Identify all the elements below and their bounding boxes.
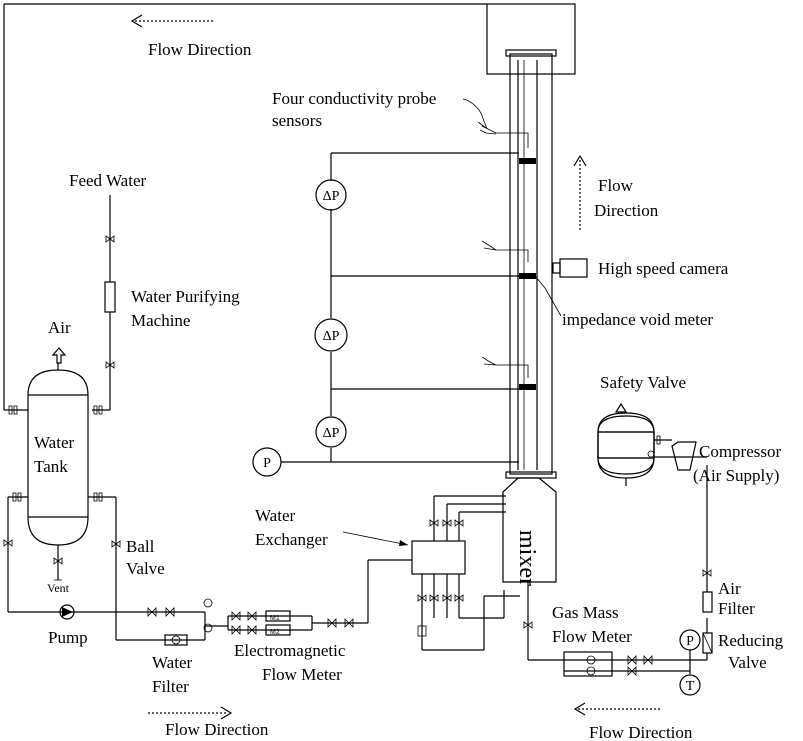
camera-icon — [552, 258, 588, 278]
air-vent-arrow-icon — [51, 347, 67, 364]
compressor — [647, 435, 697, 471]
test-section — [477, 49, 557, 479]
air-filter-label-2: Filter — [718, 599, 755, 618]
gas-line — [523, 600, 691, 677]
flow-direction-bottom-left-label: Flow Direction — [165, 720, 269, 739]
gas-mass-flow-label-1: Gas Mass — [552, 603, 619, 622]
mixer-label: mixer — [514, 530, 540, 586]
svg-text:ΔP: ΔP — [323, 189, 340, 204]
water-purifying-label-1: Water Purifying — [131, 287, 240, 306]
flow-arrow-top — [130, 14, 215, 28]
safety-valve-label: Safety Valve — [600, 373, 686, 392]
water-exchanger-label-1: Water — [255, 506, 295, 525]
feed-water-line — [92, 195, 116, 415]
probe-electrode-2 — [519, 273, 536, 279]
ball-valve-label-2: Valve — [126, 559, 165, 578]
four-probes-label-1: Four conductivity probe — [272, 89, 436, 108]
flow-mid-label-1: Flow — [598, 176, 634, 195]
air-tank — [597, 412, 655, 475]
flow-mid-label-2: Direction — [594, 201, 659, 220]
gas-pressure-gauge: P — [679, 629, 701, 651]
exchanger-pointer-arrow-icon — [399, 540, 408, 546]
pump-icon — [62, 607, 73, 617]
ball-valve-label-1: Ball — [126, 537, 155, 556]
pump-line — [8, 559, 412, 646]
reducing-valve-label-1: Reducing — [718, 631, 784, 650]
svg-text:P: P — [263, 456, 271, 471]
water-tank-label-2: Tank — [34, 457, 68, 476]
m2-label: M2 — [270, 629, 280, 636]
impedance-void-meter-label: impedance void meter — [562, 310, 713, 329]
svg-text:T: T — [686, 679, 695, 694]
svg-text:ΔP: ΔP — [323, 329, 340, 344]
gas-mass-flow-label-2: Flow Meter — [552, 627, 632, 646]
water-tank — [27, 363, 89, 546]
four-probes-label-2: sensors — [272, 111, 322, 130]
water-tank-label-1: Water — [34, 433, 74, 452]
exchanger-pointer — [342, 531, 409, 546]
high-speed-camera-label: High speed camera — [598, 259, 729, 278]
void-meter-pointer — [534, 275, 562, 317]
flow-arrow-bottom-right — [573, 702, 660, 716]
gas-temperature-gauge: T — [679, 674, 701, 696]
vent-label: Vent — [47, 581, 70, 595]
water-exchanger-label-2: Exchanger — [255, 530, 328, 549]
svg-text:ΔP: ΔP — [323, 426, 340, 441]
probe-pointer — [462, 98, 488, 130]
svg-text:P: P — [686, 634, 694, 649]
pump-label: Pump — [48, 628, 88, 647]
dp-gauge-2: ΔP — [314, 318, 348, 352]
flow-arrow-bottom-left — [148, 706, 233, 720]
flow-direction-top-label: Flow Direction — [148, 40, 252, 59]
compressor-label-1: Compressor — [699, 442, 782, 461]
reducing-valve-label-2: Valve — [728, 653, 767, 672]
reducing-valve — [654, 456, 713, 661]
em-flow-meter-label-2: Flow Meter — [262, 665, 342, 684]
water-filter-label-1: Water — [152, 653, 192, 672]
m1-label: M1 — [270, 615, 280, 622]
probe-electrode-1 — [519, 158, 536, 164]
exchanger-piping — [417, 495, 520, 651]
dp-gauge-1: ΔP — [315, 179, 347, 211]
dp-network — [281, 152, 519, 463]
air-label: Air — [48, 318, 71, 337]
air-tank-outline — [597, 432, 655, 486]
dp-gauge-3: ΔP — [315, 416, 347, 448]
em-flow-meter-label-1: Electromagnetic — [234, 641, 346, 660]
tank-piping — [3, 492, 121, 640]
air-tank-body — [597, 431, 655, 459]
water-filter-label-2: Filter — [152, 677, 189, 696]
top-return-line — [3, 3, 576, 415]
feed-water-label: Feed Water — [69, 171, 146, 190]
safety-valve-icon — [614, 402, 628, 413]
mixer — [502, 477, 557, 600]
pressure-gauge: P — [252, 447, 282, 477]
flow-direction-bottom-right-label: Flow Direction — [589, 723, 693, 741]
water-purifying-label-2: Machine — [131, 311, 190, 330]
water-exchanger — [411, 540, 466, 575]
probe-electrode-3 — [519, 384, 536, 390]
compressor-label-2: (Air Supply) — [693, 466, 779, 485]
flow-arrow-up — [573, 154, 587, 232]
air-filter-label-1: Air — [718, 579, 741, 598]
